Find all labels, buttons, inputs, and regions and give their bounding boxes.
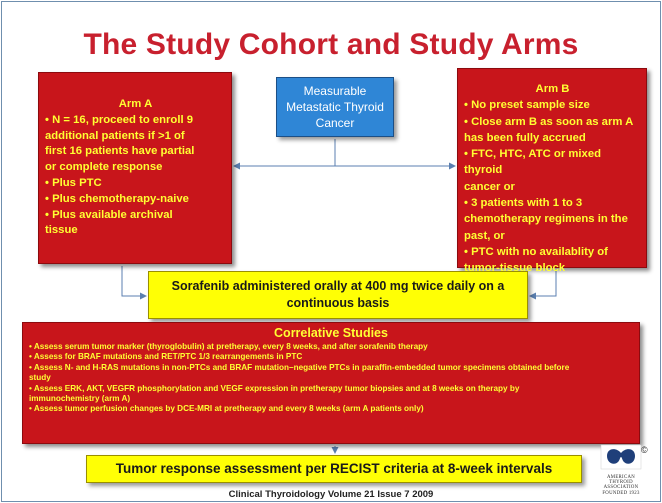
arm-b-line: chemotherapy regimens in the <box>464 213 628 226</box>
arm-a-line: • N = 16, proceed to enroll 9 <box>45 113 194 126</box>
arm-b-line: • No preset sample size <box>464 99 590 112</box>
center-box-line: Cancer <box>315 116 355 130</box>
connector-arm-a-to-sorafenib <box>121 266 147 300</box>
arm-b-line: • Close arm B as soon as arm A <box>464 115 634 128</box>
arm-b-line: past, or <box>464 229 505 242</box>
arm-a-box: Arm A • N = 16, proceed to enroll 9 addi… <box>38 72 232 264</box>
correlative-line: • Assess serum tumor marker (thyroglobul… <box>29 342 428 351</box>
arm-a-title: Arm A <box>118 98 153 110</box>
correlative-line: • Assess for BRAF mutations and RET/PTC … <box>29 352 303 362</box>
correlative-studies-box: Correlative Studies • Assess serum tumor… <box>22 322 640 444</box>
correlative-line: • Assess ERK, AKT, VEGFR phosphorylation… <box>29 383 520 393</box>
slide-title: The Study Cohort and Study Arms <box>83 28 579 61</box>
center-box-line: Metastatic Thyroid <box>286 100 384 114</box>
correlative-studies-title: Correlative Studies <box>274 326 388 340</box>
arm-b-box: Arm B • No preset sample size • Close ar… <box>457 68 647 274</box>
logo-line: FOUNDED 1923 <box>602 490 640 496</box>
arm-a-line: • Plus chemotherapy-naive <box>45 192 189 205</box>
tumor-response-box: Tumor response assessment per RECIST cri… <box>86 455 582 483</box>
sorafenib-box: Sorafenib administered orally at 400 mg … <box>148 271 528 319</box>
arm-b-line: has been fully accrued <box>464 131 586 144</box>
arm-a-line: or complete response <box>45 161 163 174</box>
correlative-line: • Assess tumor perfusion changes by DCE-… <box>29 404 424 414</box>
arm-b-title: Arm B <box>535 83 570 95</box>
sorafenib-line: continuous basis <box>286 296 390 310</box>
footer-citation: Clinical Thyroidology Volume 21 Issue 7 … <box>228 489 434 500</box>
center-box-line: Measurable <box>303 84 367 98</box>
arm-b-line: • PTC with no availablity of <box>464 245 608 258</box>
ata-logo: © AMERICAN THYROID ASSOCIATION FOUNDED 1… <box>592 444 650 496</box>
arm-b-line: • FTC, HTC, ATC or mixed thyroid <box>464 148 602 177</box>
correlative-line: study <box>29 373 51 383</box>
connector-center-to-arm-a <box>233 139 336 170</box>
correlative-line: immunochemistry (arm A) <box>29 394 131 404</box>
arm-a-line: • Plus PTC <box>45 176 102 189</box>
measurable-cancer-box: Measurable Metastatic Thyroid Cancer <box>276 77 394 137</box>
copyright-symbol: © <box>641 445 648 455</box>
arm-a-line: • Plus available archival <box>45 208 173 221</box>
logo-line: THYROID <box>609 480 633 486</box>
logo-line: ASSOCIATION <box>603 485 639 491</box>
sorafenib-line: Sorafenib administered orally at 400 mg … <box>171 279 505 293</box>
logo-line: AMERICAN <box>607 475 635 480</box>
arm-b-line: cancer or <box>464 180 515 193</box>
arm-a-line: tissue <box>45 224 78 237</box>
arm-b-line: • 3 patients with 1 to 3 <box>464 197 583 210</box>
connector-arm-b-to-sorafenib <box>529 270 557 300</box>
arm-a-line: first 16 patients have partial <box>45 145 195 158</box>
thyroid-emblem-icon: © <box>600 444 648 470</box>
correlative-line: • Assess N- and H-RAS mutations in non-P… <box>29 362 570 372</box>
arm-a-line: additional patients if >1 of <box>45 129 185 142</box>
